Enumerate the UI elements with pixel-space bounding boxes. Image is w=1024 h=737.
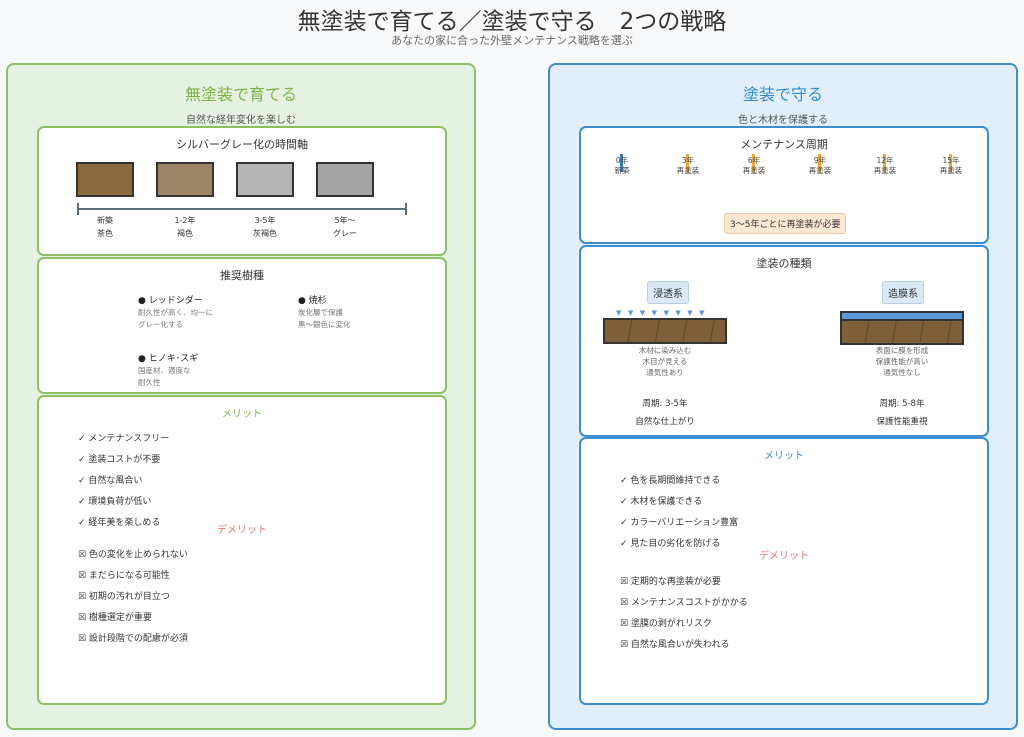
- species-item: ● レッドシダー耐久性が高く、均一にグレー化する: [138, 296, 213, 329]
- panel-title: 無塗装で育てる: [184, 85, 297, 104]
- timeline-end-tick: [405, 203, 407, 215]
- type-info: 周期: 3-5年自然な仕上がり: [635, 399, 695, 427]
- tick-bar-orange: [752, 154, 755, 172]
- cycle-tick: 6年再塗装: [742, 154, 766, 175]
- cycle-tick: 15年再塗装: [939, 154, 963, 175]
- merit-item: ✓ メンテナンスフリー: [78, 434, 170, 444]
- timeline-card: シルバーグレー化の時間軸 新築茶色 1-2年褐色 3-5年灰褐色 5年〜グレー: [37, 126, 447, 256]
- unpainted-panel: 無塗装で育てる 自然な経年変化を楽しむ シルバーグレー化の時間軸 新築茶色 1-…: [6, 63, 476, 730]
- demerit-item: ☒ 色の変化を止められない: [78, 550, 188, 560]
- demerit-item: ☒ 定期的な再塗装が必要: [620, 577, 721, 587]
- merit-item: ✓ 環境負荷が低い: [78, 497, 152, 507]
- tick-bar-blue: [620, 154, 623, 172]
- demerit-item: ☒ 塗膜の剥がれリスク: [620, 619, 712, 629]
- swatch-new: [76, 162, 134, 197]
- tick-bar-orange: [686, 154, 689, 172]
- panel-title: 塗装で守る: [742, 85, 823, 104]
- card-title: 塗装の種類: [756, 257, 812, 270]
- panel-subtitle: 自然な経年変化を楽しむ: [186, 115, 296, 126]
- page-title: 無塗装で育てる／塗装で守る 2つの戦略: [297, 9, 727, 35]
- timeline-label: 1-2年褐色: [174, 216, 196, 238]
- panel-subtitle: 色と木材を保護する: [738, 115, 828, 126]
- merit-item: ✓ 木材を保護できる: [620, 497, 703, 507]
- cycle-tick: 3年再塗装: [676, 154, 700, 175]
- type-badge-film: 造膜系: [882, 281, 924, 304]
- card-title: 推奨樹種: [220, 269, 264, 282]
- demerit-item: ☒ 初期の汚れが目立つ: [78, 592, 170, 602]
- timeline-label: 新築茶色: [97, 216, 113, 238]
- tick-bar-orange: [949, 154, 952, 172]
- repaint-note-badge: 3〜5年ごとに再塗装が必要: [724, 213, 847, 234]
- swatch-3-5y: [236, 162, 294, 197]
- merits-title: メリット: [764, 451, 804, 462]
- timeline-start-tick: [77, 203, 79, 215]
- type-badge-penetrating: 浸透系: [647, 281, 689, 304]
- merit-item: ✓ 自然な風合い: [78, 476, 143, 486]
- cycle-tick: 12年再塗装: [873, 154, 897, 175]
- tick-bar-orange: [883, 154, 886, 172]
- demerits-title: デメリット: [759, 551, 809, 562]
- cycle-tick: 9年再塗装: [808, 154, 832, 175]
- paint-types-card: 塗装の種類 浸透系 造膜系 ▼▼▼▼▼▼▼▼ 木材に染み込む木目が見える通気性あ…: [579, 245, 989, 437]
- merits-title: メリット: [222, 409, 262, 420]
- demerits-title: デメリット: [217, 525, 267, 536]
- painted-panel: 塗装で守る 色と木材を保護する メンテナンス周期 0年新築 3年再塗装 6年再塗…: [548, 63, 1018, 730]
- pros-cons-card: メリット ✓ 色を長期間維持できる ✓ 木材を保護できる ✓ カラーバリエーショ…: [579, 437, 989, 705]
- type-description: 木材に染み込む木目が見える通気性あり: [638, 346, 692, 377]
- swatch-5y: [316, 162, 374, 197]
- demerit-item: ☒ 樹種選定が重要: [78, 613, 152, 623]
- timeline-label: 3-5年灰褐色: [253, 216, 277, 238]
- swatch-1-2y: [156, 162, 214, 197]
- card-title: メンテナンス周期: [740, 138, 828, 151]
- penetrating-wood-illustration: [603, 318, 727, 344]
- card-title: シルバーグレー化の時間軸: [176, 138, 308, 151]
- species-item: ● 焼杉炭化層で保護黒〜銀色に変化: [298, 296, 351, 329]
- timeline-axis: [77, 208, 407, 210]
- pros-cons-card: メリット ✓ メンテナンスフリー ✓ 塗装コストが不要 ✓ 自然な風合い ✓ 環…: [37, 395, 447, 705]
- merit-item: ✓ カラーバリエーション豊富: [620, 518, 739, 528]
- species-card: 推奨樹種 ● レッドシダー耐久性が高く、均一にグレー化する ● 焼杉炭化層で保護…: [37, 257, 447, 394]
- type-description: 表面に膜を形成保護性能が高い通気性なし: [875, 346, 929, 377]
- demerit-item: ☒ メンテナンスコストがかかる: [620, 598, 748, 608]
- demerit-item: ☒ まだらになる可能性: [78, 571, 170, 581]
- penetration-drops-icon: ▼▼▼▼▼▼▼▼: [616, 309, 712, 317]
- demerit-item: ☒ 設計段階での配慮が必須: [78, 634, 188, 644]
- merit-item: ✓ 塗装コストが不要: [78, 455, 161, 465]
- page-subtitle: あなたの家に合った外壁メンテナンス戦略を選ぶ: [391, 34, 633, 47]
- merit-item: ✓ 経年美を楽しめる: [78, 518, 161, 528]
- merit-item: ✓ 見た目の劣化を防げる: [620, 539, 721, 549]
- demerit-item: ☒ 自然な風合いが失われる: [620, 640, 730, 650]
- tick-bar-orange: [818, 154, 821, 172]
- species-item: ● ヒノキ･スギ国産材、適度な耐久性: [138, 354, 199, 387]
- film-wood-illustration: [840, 319, 964, 345]
- cycle-card: メンテナンス周期 0年新築 3年再塗装 6年再塗装 9年再塗装 12年再塗装 1…: [579, 126, 989, 244]
- timeline-label: 5年〜グレー: [333, 216, 357, 238]
- cycle-tick: 0年新築: [614, 154, 630, 175]
- type-info: 周期: 5-8年保護性能重視: [876, 399, 928, 427]
- merit-item: ✓ 色を長期間維持できる: [620, 476, 721, 486]
- film-layer: [840, 311, 964, 319]
